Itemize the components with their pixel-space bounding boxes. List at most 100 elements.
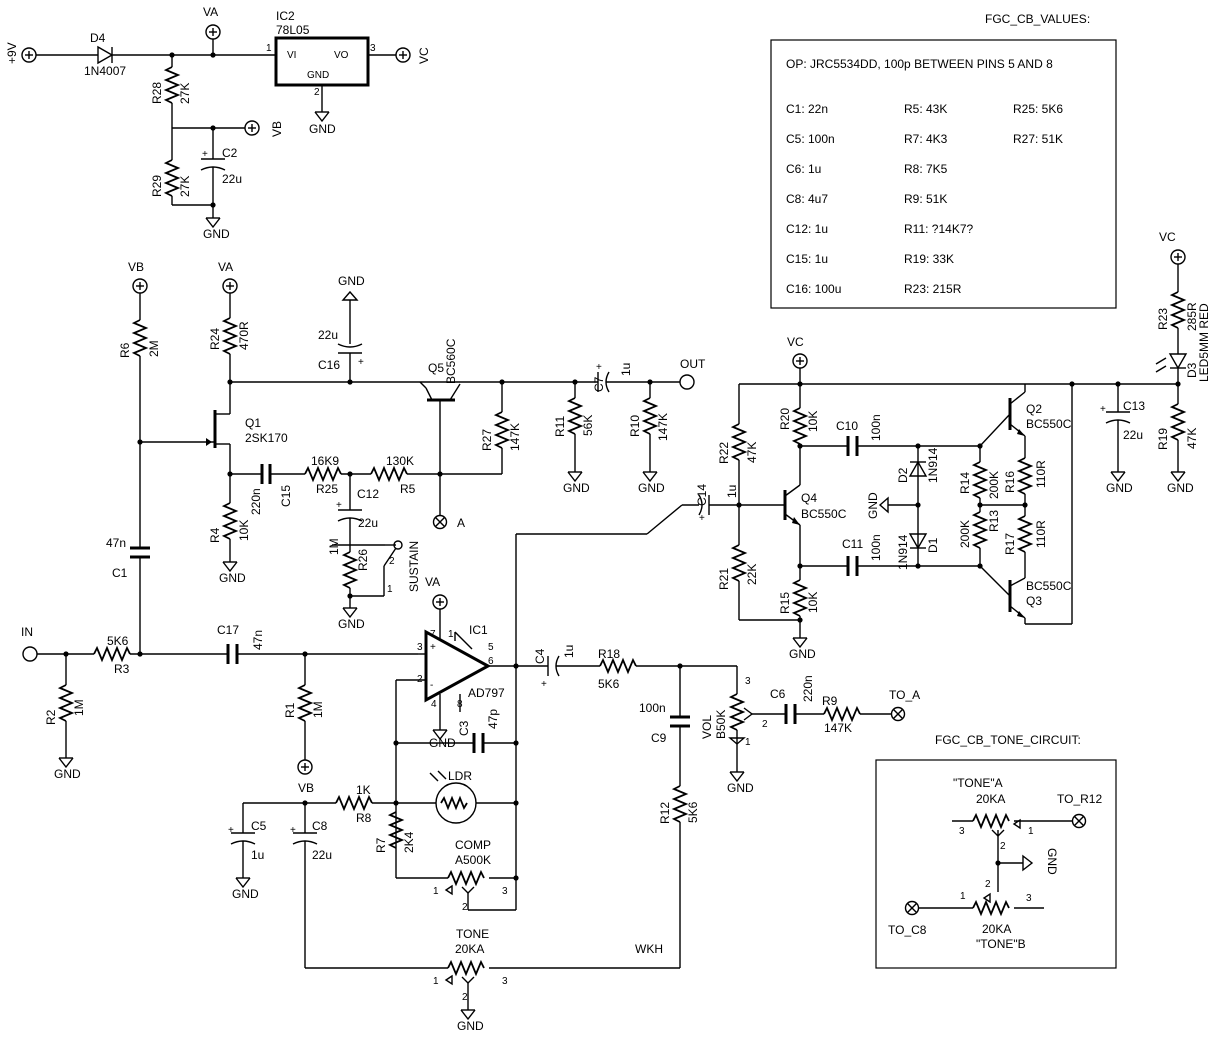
r1-value: 1M (311, 701, 325, 718)
c3-value: 47p (486, 709, 500, 729)
osc-gnd-label: GND (789, 647, 816, 661)
tone-b-pot-track (972, 899, 1010, 917)
ic2-name: IC2 (276, 9, 295, 23)
r9-value: 147K (824, 721, 852, 735)
r26-name: R26 (356, 549, 370, 571)
pin-label: 2 (762, 719, 768, 730)
vb-terminal-icon[interactable] (244, 120, 260, 136)
pin-label: 3 (745, 676, 751, 687)
to-c8-terminal-icon[interactable] (904, 900, 920, 916)
va-terminal-icon[interactable] (205, 24, 221, 40)
gnd-icon (222, 561, 238, 572)
to-r12-terminal-icon[interactable] (1071, 813, 1087, 829)
r8-resistor-icon (335, 794, 373, 812)
q3-label: Q3 (1026, 594, 1042, 608)
c15-value: 220n (249, 488, 263, 515)
volume-stage: + C4 1u R18 5K6 100n C9 R12 5K6 VOL B50K… (516, 645, 920, 968)
to-a-label: TO_A (889, 688, 920, 702)
plus9v-terminal-icon[interactable] (21, 47, 37, 63)
opamp-va-label: VA (425, 575, 440, 589)
r1-resistor-icon (296, 684, 314, 722)
gnd-icon (460, 1009, 476, 1020)
sustain-switch-icon[interactable] (393, 540, 403, 550)
r29-resistor-icon (163, 159, 181, 197)
va-terminal-icon[interactable] (432, 594, 448, 610)
vb-terminal-icon[interactable] (297, 759, 313, 775)
q1-value: 2SK170 (245, 431, 288, 445)
va-terminal-icon[interactable] (222, 278, 238, 294)
r10-gnd-label: GND (638, 481, 665, 495)
c8-name: C8 (312, 819, 328, 833)
pin-label: 7 (430, 629, 436, 640)
vb-top-label: VB (128, 260, 144, 274)
pin-label: 2 (462, 902, 468, 913)
r17-name: R17 (1003, 533, 1017, 555)
tone-gnd-label: GND (457, 1019, 484, 1033)
c9-name: C9 (651, 731, 667, 745)
r26-resistor-icon (341, 551, 359, 589)
r24-value: 470R (237, 321, 251, 350)
to-r12-label: TO_R12 (1057, 792, 1102, 806)
value-line: C8: 4u7 (786, 192, 828, 206)
out-terminal-icon[interactable] (679, 374, 695, 390)
r19-name: R19 (1156, 428, 1170, 450)
r22-name: R22 (717, 442, 731, 464)
r5-name: R5 (400, 482, 416, 496)
pin-label: 3 (417, 642, 423, 653)
c2-plus: + (202, 149, 208, 160)
tone-frame (875, 759, 1117, 969)
pin-label: 2 (389, 556, 395, 567)
r14-value: 200K (987, 471, 1001, 499)
r2-gnd-label: GND (54, 767, 81, 781)
gnd-icon (58, 757, 74, 768)
r15-name: R15 (778, 592, 792, 614)
tone-box: FGC_CB_TONE_CIRCUIT: "TONE"A 20KA 3 2 1 … (875, 733, 1117, 969)
r2-name: R2 (44, 709, 58, 725)
gnd-icon (205, 217, 221, 228)
c2-name: C2 (222, 146, 238, 160)
ic2-gnd-pin: GND (307, 70, 329, 81)
values-box: FGC_CB_VALUES: OP: JRC5534DD, 100p BETWE… (770, 12, 1117, 309)
node-a-terminal-icon[interactable] (432, 514, 448, 530)
osc-vc-label: VC (787, 335, 804, 349)
vc-terminal-icon[interactable] (1170, 249, 1186, 265)
vol-value: B50K (714, 710, 728, 739)
r28-value: 27K (178, 83, 192, 104)
pin-label: 2 (985, 879, 991, 890)
r28-resistor-icon (163, 66, 181, 104)
in-label: IN (21, 625, 33, 639)
tone-a-value: 20KA (976, 792, 1005, 806)
c16-value: 22u (318, 328, 338, 342)
opamp-vb-label: VB (298, 781, 314, 795)
r27-name: R27 (480, 429, 494, 451)
gnd-icon (342, 607, 358, 618)
value-line: C12: 1u (786, 222, 828, 236)
r12-name: R12 (658, 802, 672, 824)
in-terminal-icon[interactable] (22, 646, 38, 662)
q1-name: Q1 (245, 416, 261, 430)
value-line: R5: 43K (904, 102, 947, 116)
to-a-terminal-icon[interactable] (890, 706, 906, 722)
value-line: R8: 7K5 (904, 162, 948, 176)
c5-value: 1u (251, 848, 264, 862)
gnd-icon (642, 471, 658, 482)
values-title: FGC_CB_VALUES: (985, 12, 1090, 26)
r11-value: 56K (581, 415, 595, 436)
pin-label: 5 (488, 642, 494, 653)
c7-plus: + (596, 362, 602, 373)
q5-name: Q5 (428, 361, 444, 375)
r24-resistor-icon (221, 317, 239, 355)
c5-name: C5 (251, 819, 267, 833)
d4-diode-icon (97, 45, 114, 65)
gnd-icon (729, 771, 745, 782)
vb-terminal-icon[interactable] (132, 278, 148, 294)
ic2-value: 78L05 (276, 23, 310, 37)
r6-name: R6 (118, 342, 132, 358)
c2-gnd-label: GND (203, 227, 230, 241)
vc-terminal-icon[interactable] (792, 353, 808, 369)
ic2-vi: VI (287, 50, 296, 61)
vc-terminal-icon[interactable] (395, 47, 411, 63)
r8-name: R8 (356, 811, 372, 825)
d3-name: D3 (1185, 362, 1199, 378)
c3-name: C3 (457, 720, 471, 736)
